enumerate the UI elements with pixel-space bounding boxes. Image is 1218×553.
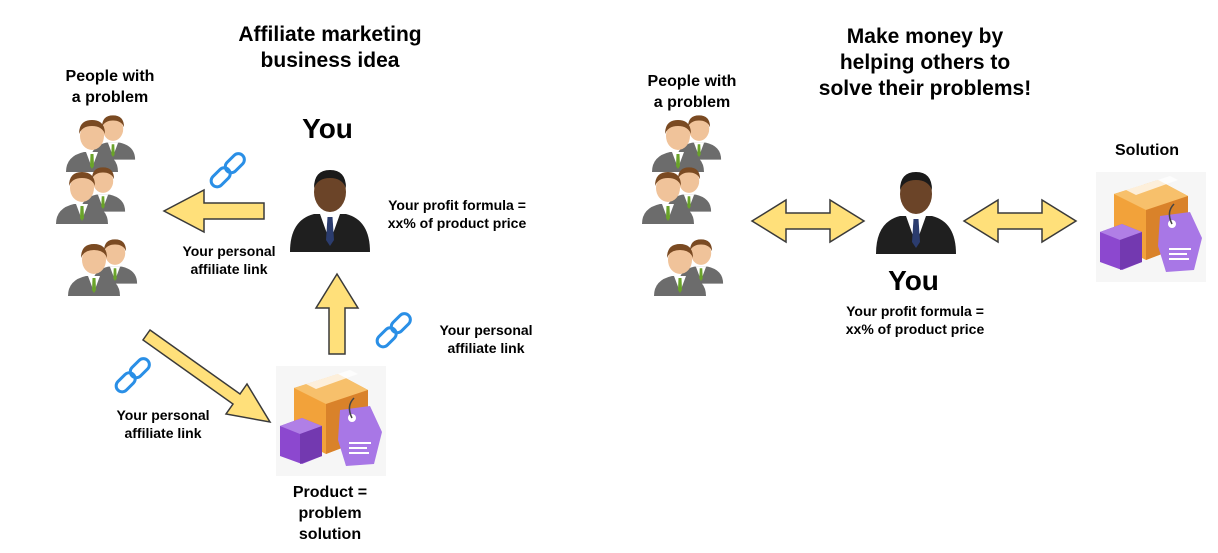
right-profit-line1: Your profit formula =	[846, 303, 984, 319]
left-arrow-to-people	[162, 188, 265, 234]
left-people-label-line2: a problem	[71, 89, 149, 106]
left-people-icon	[52, 112, 162, 322]
link-icon-bottom	[112, 354, 154, 396]
right-title: Make money by helping others to solve th…	[790, 24, 1060, 102]
left-arrow-to-product	[141, 328, 272, 424]
left-link-top-line2: affiliate link	[190, 261, 268, 277]
left-profit-line2: xx% of product price	[387, 215, 527, 231]
left-link-right-line2: affiliate link	[447, 340, 525, 356]
left-you-label: You	[302, 113, 353, 144]
right-you-label: You	[888, 265, 939, 296]
left-link-top-line1: Your personal	[182, 243, 276, 259]
right-people-label-line2: a problem	[653, 94, 731, 111]
left-product-line1: Product =	[292, 484, 368, 501]
right-title-line2: helping others to	[839, 51, 1011, 74]
right-people-label: People with a problem	[622, 71, 762, 113]
right-double-arrow-right	[962, 198, 1078, 244]
left-link-right-line1: Your personal	[439, 322, 533, 338]
left-link-bottom-line2: affiliate link	[124, 425, 202, 441]
left-title-line2: business idea	[260, 49, 400, 72]
right-product-icon	[1095, 171, 1207, 283]
left-people-label-line1: People with	[65, 68, 155, 85]
left-title: Affiliate marketing business idea	[215, 22, 445, 74]
left-people-label: People with a problem	[40, 66, 180, 108]
left-profit-line1: Your profit formula =	[388, 197, 526, 213]
left-title-line1: Affiliate marketing	[238, 23, 422, 46]
link-icon-top	[207, 149, 249, 191]
link-icon-right	[373, 309, 415, 351]
right-profit-line2: xx% of product price	[845, 321, 985, 337]
left-product-icon	[275, 365, 387, 477]
left-product-label: Product = problem solution	[270, 482, 390, 545]
left-arrow-to-you	[314, 272, 360, 355]
left-link-label-bottom: Your personal affiliate link	[104, 406, 222, 442]
right-title-line3: solve their problems!	[818, 77, 1032, 100]
right-solution-label: Solution	[1115, 142, 1179, 159]
left-link-label-top: Your personal affiliate link	[170, 242, 288, 278]
right-people-label-line1: People with	[647, 73, 737, 90]
right-title-line1: Make money by	[846, 25, 1004, 48]
left-link-label-right: Your personal affiliate link	[426, 321, 546, 357]
right-double-arrow-left	[750, 198, 866, 244]
right-profit-formula: Your profit formula = xx% of product pri…	[836, 302, 994, 338]
right-people-icon	[638, 112, 748, 322]
left-link-bottom-line1: Your personal	[116, 407, 210, 423]
left-product-line3: solution	[298, 526, 362, 543]
left-profit-formula: Your profit formula = xx% of product pri…	[378, 196, 536, 232]
left-product-line2: problem	[298, 505, 362, 522]
left-businessman-icon	[290, 170, 370, 252]
right-businessman-icon	[876, 172, 956, 254]
